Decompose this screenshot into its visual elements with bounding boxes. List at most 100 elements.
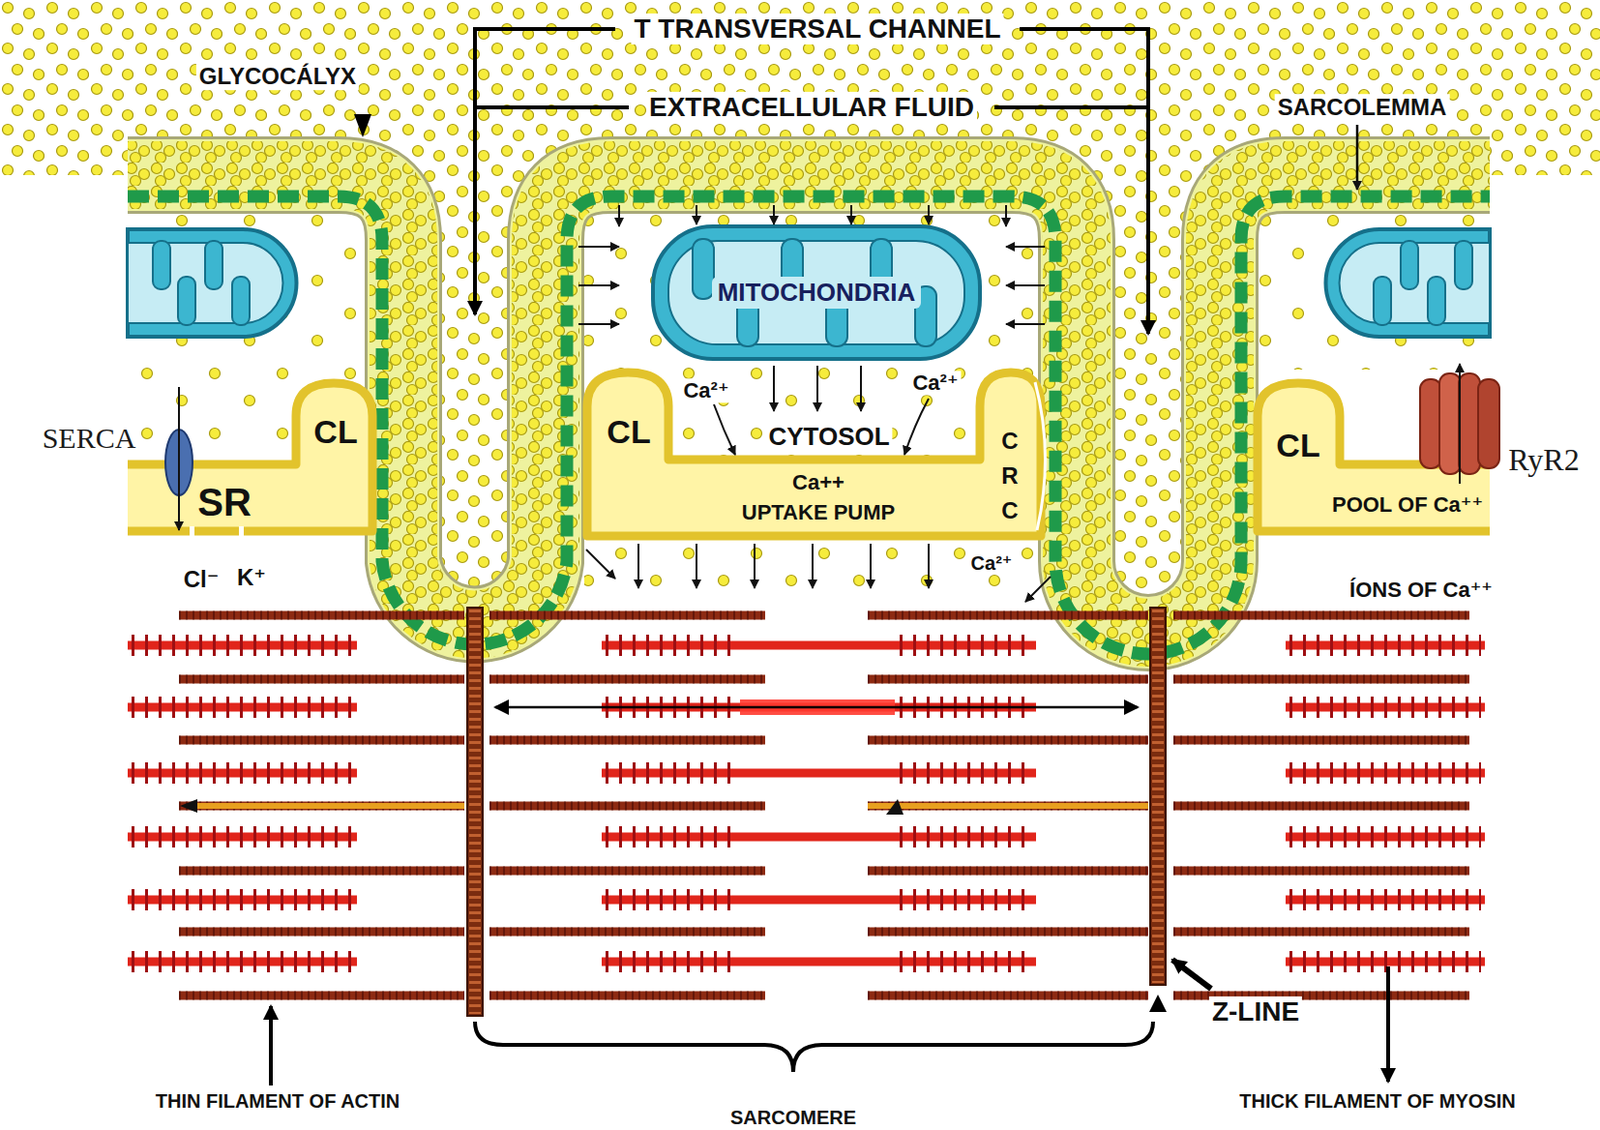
calcium-flow-arrows-part	[927, 205, 930, 225]
calcium-flow-arrows-part	[1005, 205, 1008, 227]
ryr2-channel-part	[1458, 363, 1461, 484]
ryr2-channel-part	[1478, 379, 1500, 469]
mitochondria-part	[127, 229, 297, 337]
myofilaments	[127, 615, 1485, 996]
mitochondria-part	[1454, 240, 1473, 290]
myofilaments-part	[178, 931, 1470, 933]
ryr2-channel-part	[1439, 373, 1461, 475]
cytosol-ions-part	[127, 214, 366, 453]
sarcolemma-band-part	[127, 196, 1490, 654]
z-lines-part	[1152, 609, 1164, 983]
ryr2-channel-part	[1458, 373, 1481, 475]
mitochondria-part	[1427, 276, 1446, 326]
ion-label: ÍONS OF Ca⁺⁺	[1346, 577, 1496, 602]
serca-pump-part	[177, 386, 180, 531]
filament-label: THIN FILAMENT OF ACTIN	[152, 1090, 404, 1113]
mitochondrion-box: MITOCHONDRIA	[652, 226, 980, 359]
sarcoplasmic-reticulum	[127, 372, 1490, 536]
myofilaments-part	[179, 799, 198, 813]
calcium-flow-arrows-part	[713, 404, 736, 455]
calcium-flow-arrows-part	[586, 549, 616, 579]
calcium-flow-arrows-part	[859, 365, 862, 412]
glycocalyx-label: GLYCOCÁLYX	[196, 62, 359, 90]
calcium-flow-arrows-part	[927, 543, 930, 589]
channel-label: T TRANSVERSAL CHANNEL	[630, 13, 1004, 45]
sarcoplasmic-reticulum-part	[127, 383, 373, 532]
serca-pump	[165, 386, 193, 531]
sarcolemma-band-part	[127, 175, 1490, 633]
calcium-flow-arrows-part	[695, 543, 698, 589]
myofilaments-part	[193, 802, 465, 809]
mitochondria-part	[205, 240, 223, 290]
calcium-flow-arrows-part	[869, 543, 872, 589]
myofilaments-part	[127, 961, 1485, 963]
pump-label: UPTAKE PUMP	[739, 500, 899, 525]
myofilaments-part	[178, 679, 1470, 681]
z-lines	[467, 607, 1166, 1016]
calcium-flow-arrows	[578, 205, 1051, 602]
calcium-flow-arrows-part	[637, 543, 640, 589]
z-line-label: Z-LINE	[1209, 996, 1303, 1028]
myofilaments-part	[178, 615, 1470, 617]
mitochondria-part	[652, 226, 980, 359]
sarcomere-label: SARCOMERE	[727, 1106, 860, 1129]
z-lines-part	[469, 609, 481, 1014]
ion-channels	[189, 526, 244, 546]
mitochondria-part	[232, 276, 250, 326]
sarcoplasmic-reticulum-part	[587, 372, 1041, 536]
label-pointers-part	[474, 1021, 1154, 1072]
calcium-flow-arrows-part	[772, 365, 775, 412]
ion-label: Ca²⁺	[680, 378, 732, 403]
label-pointers	[270, 29, 1389, 1086]
calcium-flow-arrows-part	[578, 323, 620, 326]
ion-label: Cl⁻	[180, 565, 223, 593]
calcium-flow-arrows-part	[811, 543, 814, 589]
ryr2-channel	[1420, 363, 1500, 484]
label-pointers-part	[1356, 124, 1360, 190]
node-title: MITOCHONDRIA	[711, 276, 922, 309]
sr-label: SR	[194, 479, 255, 525]
ryr2-channel-part	[1420, 379, 1442, 469]
filament-label: THICK FILAMENT OF MYOSIN	[1236, 1090, 1519, 1113]
calcium-flow-arrows-part	[904, 398, 929, 455]
calcium-flow-arrows-part	[850, 205, 853, 225]
calcium-flow-arrows-part	[753, 543, 756, 589]
mitochondria-part	[1326, 229, 1490, 337]
myofilaments-part	[127, 772, 1485, 774]
z-lines-part	[467, 607, 483, 1016]
cytosol-label: CYTOSOL	[765, 422, 892, 452]
calcium-flow-arrows-part	[1006, 284, 1045, 287]
calcium-flow-arrows-part	[1006, 245, 1045, 248]
cisterna-label: CL	[310, 413, 360, 451]
myofilaments-part	[886, 799, 904, 815]
mitochondria-part	[692, 238, 714, 299]
pump-label: SERCA	[39, 421, 140, 456]
label-pointers-part	[1386, 966, 1391, 1082]
cytosol-ions-part	[1257, 214, 1490, 370]
ion-label: Ca²⁺	[968, 552, 1016, 575]
cytosol-ions	[127, 214, 1490, 604]
label-pointers-part	[474, 29, 616, 315]
sarcolemma-band-part	[127, 175, 1490, 633]
pointer-triangles-part	[354, 114, 372, 138]
label-pointers-part	[474, 105, 629, 110]
pointer-triangles	[354, 114, 1167, 1012]
calcium-flow-arrows-part	[578, 284, 620, 287]
sarcolemma-band-part	[127, 175, 1490, 633]
myofilaments-part	[127, 707, 1485, 709]
myofilaments-part	[127, 645, 1485, 647]
pointer-triangles-part	[1149, 994, 1167, 1012]
ion-channels-part	[238, 526, 244, 546]
myofilaments-part	[178, 740, 1470, 741]
crc-label: CRC	[998, 423, 1022, 529]
calcium-flow-arrows-part	[1006, 323, 1045, 326]
mitochondria-part	[177, 276, 196, 326]
extracellular-ions	[0, 0, 1600, 633]
myofilaments-part	[127, 836, 1485, 838]
sarcomere-arrow	[495, 707, 1138, 709]
calcium-flow-arrows-part	[1025, 576, 1051, 602]
crc-channel-part	[1035, 382, 1046, 531]
label-pointers-part	[268, 1006, 273, 1086]
myofilaments-part	[127, 899, 1485, 901]
